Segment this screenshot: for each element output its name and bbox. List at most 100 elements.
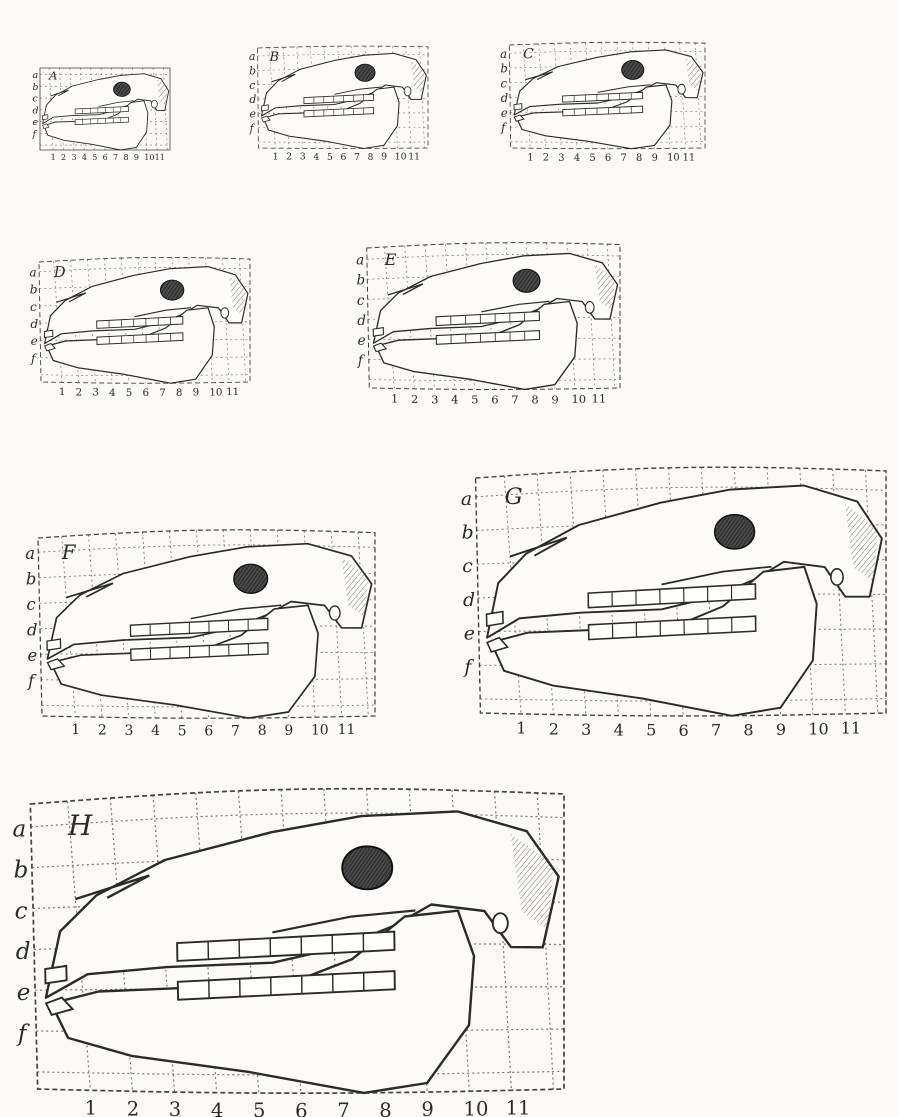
row-label-c: c bbox=[249, 79, 255, 92]
column-label-6: 6 bbox=[204, 723, 213, 739]
column-label-5: 5 bbox=[646, 721, 656, 740]
skull-panel-f: abcdef1234567891011F bbox=[25, 530, 375, 740]
column-label-7: 7 bbox=[231, 723, 240, 739]
row-label-e: e bbox=[17, 980, 31, 1006]
panel-letter: D bbox=[53, 264, 66, 281]
row-label-f: f bbox=[30, 351, 38, 365]
column-label-9: 9 bbox=[284, 723, 293, 739]
row-label-f: f bbox=[462, 657, 474, 678]
row-label-e: e bbox=[250, 108, 256, 121]
column-label-3: 3 bbox=[581, 720, 591, 739]
condyle bbox=[493, 913, 508, 933]
column-label-3: 3 bbox=[300, 153, 306, 163]
column-label-11: 11 bbox=[592, 392, 607, 406]
row-label-a: a bbox=[13, 817, 27, 843]
row-label-c: c bbox=[30, 300, 37, 314]
column-label-7: 7 bbox=[711, 721, 721, 740]
column-label-4: 4 bbox=[151, 723, 160, 739]
row-label-d: d bbox=[16, 939, 31, 965]
row-label-b: b bbox=[249, 65, 256, 78]
column-label-4: 4 bbox=[82, 153, 87, 162]
cranium-outline bbox=[262, 53, 427, 116]
column-label-6: 6 bbox=[341, 153, 347, 163]
column-label-1: 1 bbox=[59, 386, 66, 398]
column-label-1: 1 bbox=[85, 1096, 97, 1117]
cranium-outline bbox=[487, 486, 882, 638]
row-label-d: d bbox=[357, 313, 366, 329]
column-label-3: 3 bbox=[431, 392, 438, 406]
condyle bbox=[404, 87, 411, 96]
column-label-5: 5 bbox=[253, 1099, 265, 1117]
column-label-2: 2 bbox=[543, 153, 549, 164]
panel-letter: H bbox=[67, 809, 93, 842]
row-label-c: c bbox=[15, 898, 28, 924]
upper-incisors bbox=[45, 966, 66, 984]
skull-drawing bbox=[373, 253, 617, 389]
condyle bbox=[329, 606, 340, 620]
orbit bbox=[342, 846, 392, 889]
row-label-e: e bbox=[501, 106, 508, 120]
row-label-d: d bbox=[32, 105, 38, 116]
row-label-a: a bbox=[25, 544, 35, 563]
column-label-7: 7 bbox=[337, 1099, 349, 1117]
column-label-1: 1 bbox=[516, 719, 526, 738]
column-label-11: 11 bbox=[408, 152, 420, 162]
column-label-7: 7 bbox=[511, 393, 518, 407]
orbit bbox=[160, 280, 183, 300]
column-label-7: 7 bbox=[113, 153, 118, 162]
row-label-d: d bbox=[27, 620, 37, 639]
column-label-3: 3 bbox=[169, 1098, 181, 1117]
column-label-9: 9 bbox=[421, 1098, 433, 1117]
skull-drawing bbox=[487, 486, 882, 716]
orbit bbox=[513, 269, 540, 292]
upper-incisors bbox=[47, 639, 61, 650]
row-label-f: f bbox=[16, 1021, 30, 1047]
row-label-d: d bbox=[30, 317, 38, 331]
column-label-8: 8 bbox=[636, 153, 642, 164]
row-label-c: c bbox=[26, 595, 35, 614]
column-label-6: 6 bbox=[103, 153, 108, 162]
column-label-9: 9 bbox=[652, 153, 658, 164]
skull-drawing bbox=[43, 74, 169, 150]
panel-letter: G bbox=[505, 484, 523, 510]
condyle bbox=[585, 302, 594, 314]
row-label-e: e bbox=[32, 117, 38, 128]
column-label-2: 2 bbox=[549, 719, 559, 738]
column-label-1: 1 bbox=[527, 152, 533, 163]
cranium-outline bbox=[43, 74, 169, 124]
cranium-outline bbox=[514, 50, 703, 115]
condyle bbox=[221, 308, 229, 318]
row-label-c: c bbox=[501, 76, 508, 90]
row-label-d: d bbox=[249, 93, 256, 106]
row-label-e: e bbox=[358, 333, 366, 349]
row-label-b: b bbox=[26, 569, 36, 588]
column-label-2: 2 bbox=[61, 153, 66, 162]
column-label-2: 2 bbox=[76, 386, 83, 398]
upper-incisors bbox=[514, 104, 522, 110]
row-label-b: b bbox=[356, 273, 365, 289]
panel-letter: B bbox=[269, 50, 279, 65]
row-label-b: b bbox=[500, 62, 507, 76]
column-label-10: 10 bbox=[144, 153, 154, 162]
column-label-10: 10 bbox=[395, 153, 407, 163]
row-label-b: b bbox=[30, 283, 38, 297]
column-label-1: 1 bbox=[51, 153, 56, 162]
column-label-5: 5 bbox=[327, 153, 333, 163]
column-label-9: 9 bbox=[381, 153, 387, 163]
skull-panel-b: abcdef1234567891011B bbox=[249, 46, 428, 163]
row-label-a: a bbox=[500, 47, 507, 61]
row-label-a: a bbox=[249, 50, 255, 63]
row-label-f: f bbox=[357, 353, 366, 369]
column-label-1: 1 bbox=[71, 722, 80, 738]
column-label-10: 10 bbox=[311, 722, 329, 738]
row-label-a: a bbox=[29, 265, 36, 279]
column-label-11: 11 bbox=[338, 722, 356, 738]
column-label-7: 7 bbox=[620, 153, 626, 164]
column-label-11: 11 bbox=[226, 386, 239, 398]
panel-letter: A bbox=[48, 69, 57, 82]
panel-letter: C bbox=[523, 47, 534, 63]
